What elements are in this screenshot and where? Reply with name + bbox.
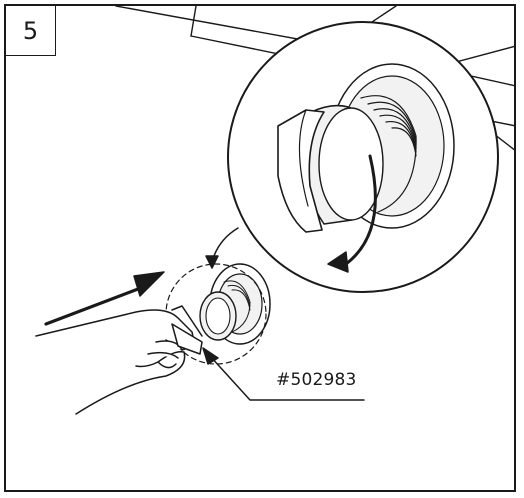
step-number: 5 xyxy=(6,6,56,56)
small-valve xyxy=(199,263,271,345)
part-number-label: #502983 xyxy=(276,370,357,390)
insert-arrow-icon xyxy=(44,284,148,326)
rotate-arrow-icon xyxy=(344,154,377,266)
magnified-valve xyxy=(277,63,455,233)
hand xyxy=(35,305,203,415)
pointer-arrow-icon xyxy=(209,355,365,401)
instruction-frame: 5 #502983 xyxy=(4,4,516,492)
installation-illustration xyxy=(35,6,514,415)
zoom-connector-arrowhead xyxy=(205,255,219,269)
